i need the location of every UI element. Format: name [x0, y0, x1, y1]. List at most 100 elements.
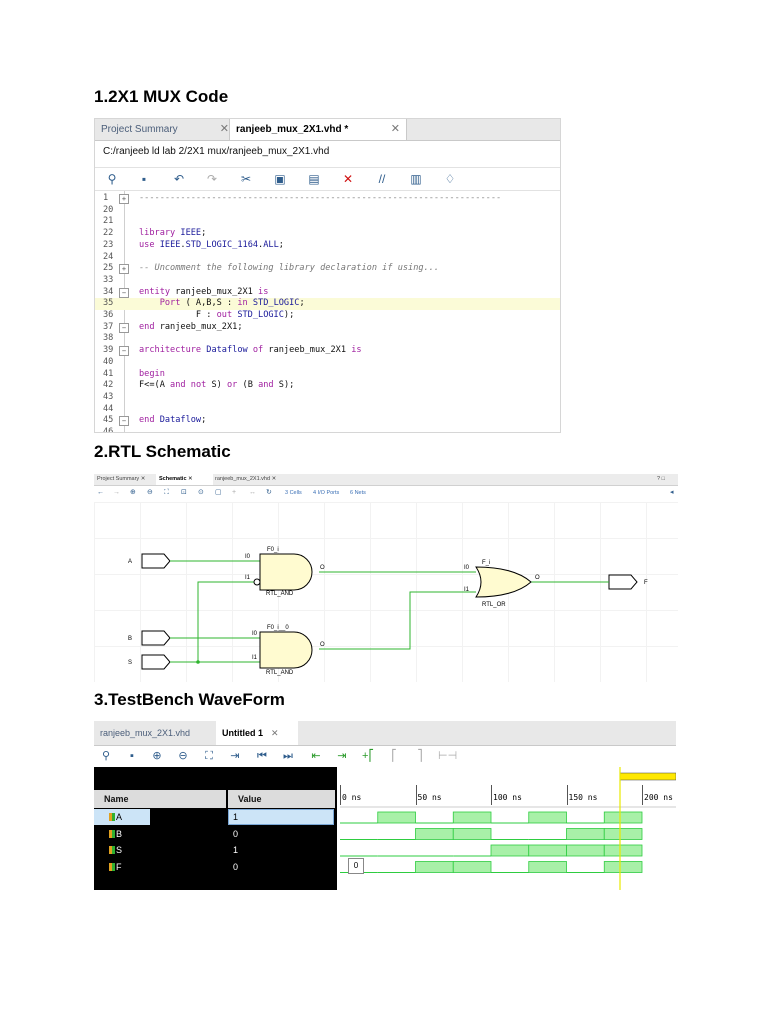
- selected-value-cell[interactable]: [228, 809, 334, 825]
- close-icon[interactable]: ✕: [188, 476, 193, 482]
- and-gate-1[interactable]: [259, 553, 313, 591]
- columns-icon[interactable]: ▥: [410, 172, 422, 186]
- delete-icon[interactable]: ✕: [342, 172, 354, 186]
- input-port-s[interactable]: [141, 654, 171, 670]
- code-line[interactable]: 44: [95, 404, 560, 416]
- zoom-in-icon[interactable]: ⊕: [130, 489, 136, 496]
- code-line[interactable]: 20: [95, 205, 560, 217]
- tab-untitled[interactable]: Untitled 1✕: [216, 721, 298, 745]
- code-line[interactable]: 33: [95, 275, 560, 287]
- and-gate-2[interactable]: [259, 631, 313, 669]
- tab-vhd-file[interactable]: ranjeeb_mux_2X1.vhd: [94, 721, 218, 745]
- tab-project-summary[interactable]: Project Summary ✕: [94, 474, 157, 485]
- refresh-icon[interactable]: ↻: [266, 489, 272, 496]
- fold-toggle-icon[interactable]: −: [119, 287, 129, 298]
- close-icon[interactable]: ✕: [271, 728, 279, 738]
- zoom-in-icon[interactable]: ⊕: [152, 750, 162, 762]
- fold-toggle-icon[interactable]: +: [119, 264, 129, 275]
- swap-cursors-icon[interactable]: ⊢⊣: [438, 750, 458, 762]
- square-icon[interactable]: ▢: [215, 489, 222, 496]
- help-maximize-icons[interactable]: ? □: [657, 476, 665, 482]
- column-header-value[interactable]: Value: [228, 790, 335, 808]
- cells-count[interactable]: 3 Cells: [285, 490, 302, 496]
- paste-icon[interactable]: ▤: [308, 172, 320, 186]
- zoom-out-icon[interactable]: ⊖: [178, 750, 188, 762]
- code-line[interactable]: 34−entity ranjeeb_mux_2X1 is: [95, 287, 560, 299]
- code-line[interactable]: 46: [95, 427, 560, 432]
- code-area[interactable]: 1+--------------------------------------…: [95, 191, 560, 432]
- go-to-end-icon[interactable]: ⏭: [283, 750, 293, 762]
- fold-toggle-icon[interactable]: −: [119, 322, 129, 333]
- code-line[interactable]: 38: [95, 333, 560, 345]
- copy-icon[interactable]: ▣: [274, 172, 286, 186]
- previous-marker-icon[interactable]: ⎡: [391, 750, 397, 762]
- tab-vhd-file[interactable]: ranjeeb_mux_2X1.vhd * ✕: [229, 119, 407, 140]
- code-line[interactable]: 37−end ranjeeb_mux_2X1;: [95, 322, 560, 334]
- code-line[interactable]: 21: [95, 216, 560, 228]
- or-gate[interactable]: [475, 566, 532, 598]
- code-line[interactable]: 35 Port ( A,B,S : in STD_LOGIC;: [95, 298, 560, 310]
- cursor-time-marker[interactable]: [619, 772, 676, 781]
- go-to-start-icon[interactable]: ⏮: [257, 750, 267, 762]
- cut-icon[interactable]: ✂: [240, 172, 252, 186]
- fold-toggle-icon[interactable]: +: [119, 194, 129, 204]
- close-icon[interactable]: ✕: [271, 476, 277, 482]
- save-icon[interactable]: ▪: [130, 750, 134, 762]
- input-port-a[interactable]: [141, 553, 171, 569]
- search-icon[interactable]: ⚲: [101, 750, 111, 762]
- code-line[interactable]: 25+-- Uncomment the following library de…: [95, 263, 560, 275]
- comment-icon[interactable]: //: [378, 172, 386, 186]
- ports-count[interactable]: 4 I/O Ports: [313, 490, 340, 496]
- close-icon[interactable]: ✕: [140, 476, 146, 482]
- next-marker-icon[interactable]: ⎤: [417, 750, 423, 762]
- input-port-b[interactable]: [141, 630, 171, 646]
- zoom-out-icon[interactable]: ⊖: [147, 489, 153, 496]
- add-marker-icon[interactable]: +⎡: [362, 750, 374, 762]
- code-line[interactable]: 1+--------------------------------------…: [95, 193, 560, 205]
- save-icon[interactable]: ▪: [141, 172, 147, 186]
- column-header-name[interactable]: Name: [94, 790, 226, 808]
- plus-icon[interactable]: +: [232, 489, 237, 496]
- code-line[interactable]: 43: [95, 392, 560, 404]
- code-line[interactable]: 36 F : out STD_LOGIC);: [95, 310, 560, 322]
- next-transition-icon[interactable]: ⇥: [337, 750, 347, 762]
- back-icon[interactable]: ←: [97, 489, 104, 496]
- tab-project-summary[interactable]: Project Summary ✕: [95, 119, 235, 140]
- fold-toggle-icon[interactable]: −: [119, 416, 129, 427]
- code-line[interactable]: 45−end Dataflow;: [95, 415, 560, 427]
- close-icon[interactable]: ✕: [390, 123, 400, 135]
- search-icon[interactable]: ⚲: [107, 172, 117, 186]
- code-line[interactable]: 24: [95, 252, 560, 264]
- nets-count[interactable]: 6 Nets: [350, 490, 366, 496]
- code-line[interactable]: 39−architecture Dataflow of ranjeeb_mux_…: [95, 345, 560, 357]
- route-icon[interactable]: ↔: [249, 489, 256, 496]
- go-to-cursor-icon[interactable]: ⇥: [230, 750, 240, 762]
- previous-transition-icon[interactable]: ⇤: [311, 750, 321, 762]
- output-port-f[interactable]: [608, 574, 638, 590]
- zoom-fit-icon[interactable]: ⛶: [205, 750, 213, 762]
- redo-icon[interactable]: ↷: [206, 172, 218, 186]
- select-icon[interactable]: ⊡: [181, 489, 187, 496]
- undo-icon[interactable]: ↶: [173, 172, 185, 186]
- circle-icon[interactable]: ⊙: [198, 489, 204, 496]
- tab-schematic[interactable]: Schematic ✕: [156, 474, 213, 485]
- expand-icon[interactable]: ◂: [670, 489, 674, 496]
- fit-icon[interactable]: ⛶: [164, 489, 169, 496]
- signal-icon: [109, 862, 115, 871]
- forward-icon[interactable]: →: [113, 489, 120, 496]
- close-icon[interactable]: ✕: [219, 123, 229, 135]
- tab-vhd-file[interactable]: ranjeeb_mux_2X1.vhd ✕: [212, 474, 295, 485]
- selected-name-cell[interactable]: [94, 809, 150, 825]
- fold-toggle-icon[interactable]: −: [119, 346, 129, 357]
- bulb-icon[interactable]: ♢: [444, 172, 456, 186]
- code-line[interactable]: 40: [95, 357, 560, 369]
